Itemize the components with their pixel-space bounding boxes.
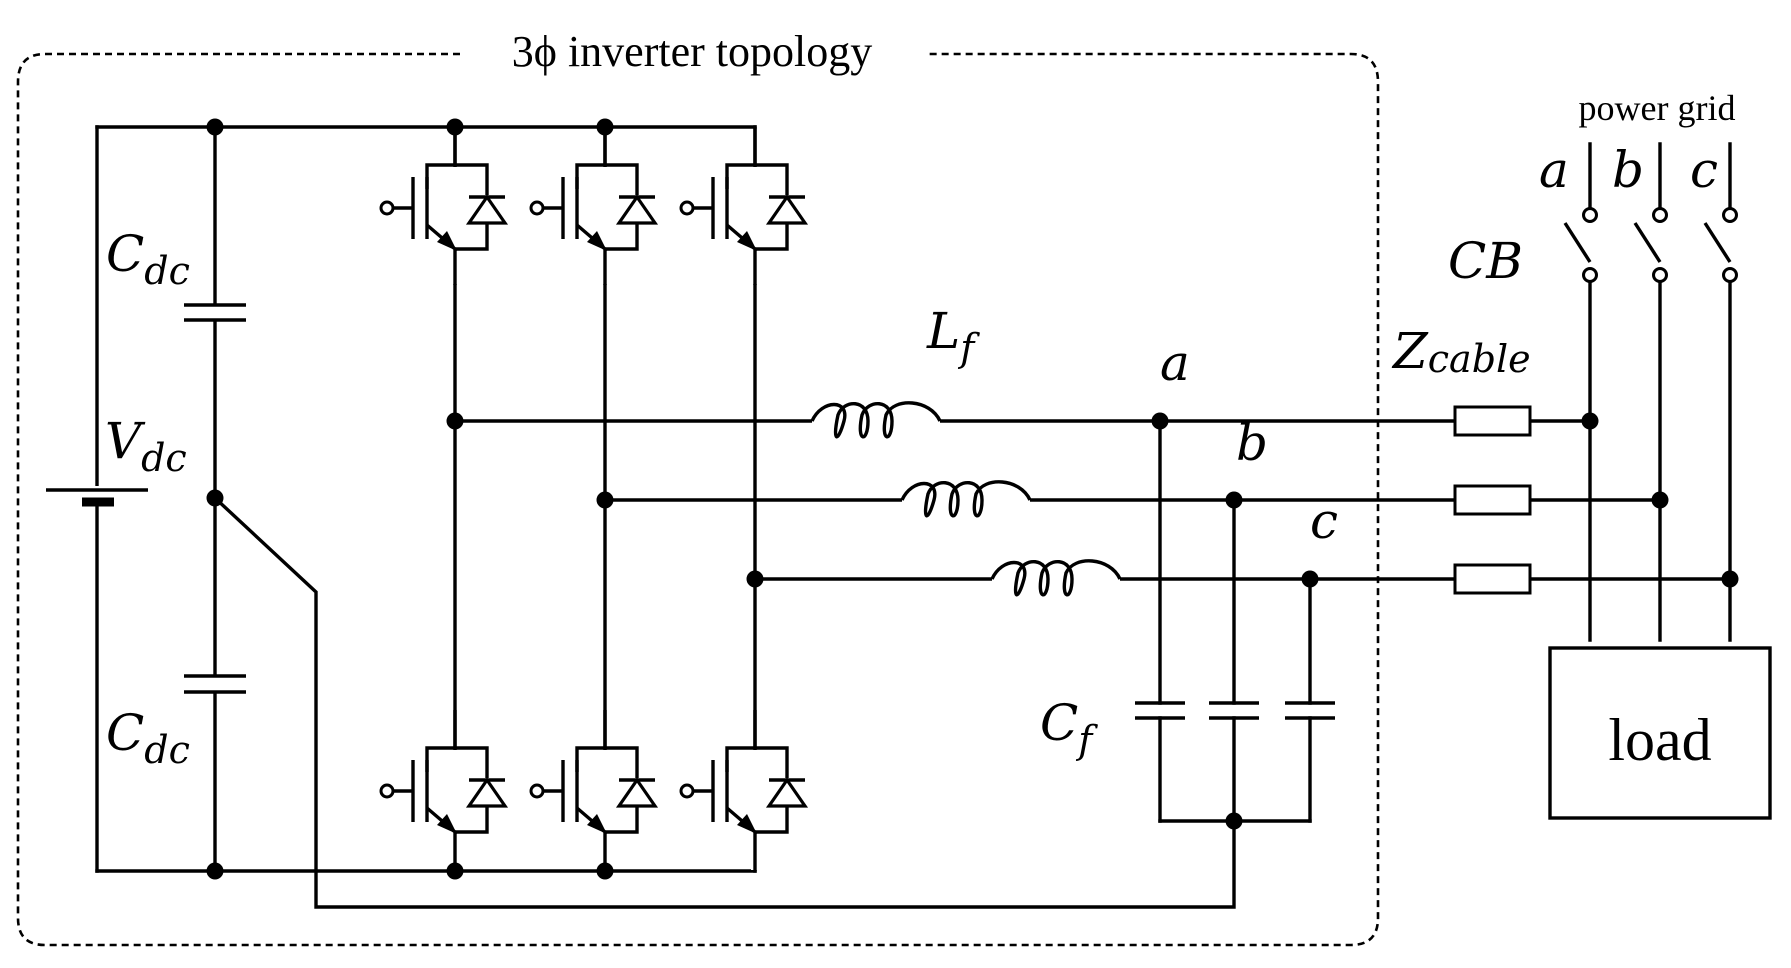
junction-dot [206,862,224,880]
junction-dot [1721,570,1739,588]
cable-impedances [1453,405,1532,595]
breaker-label: CB [1448,232,1523,290]
filter-capacitors [1135,419,1335,823]
dc-capacitor-upper [180,303,250,322]
junction-dot [206,489,224,507]
node-c-label: c [1310,492,1338,550]
filter-inductors [810,401,1122,597]
cable-impedance-label: Zcable [1391,322,1531,381]
igbt-switch-2 [379,710,509,871]
junction-dot [446,118,464,136]
junction-dot [1151,412,1169,430]
igbt-switch-6 [679,710,809,871]
dc-capacitor-upper-label: Cdc [106,225,190,293]
junction-dots [206,118,1739,880]
junction-dot [746,570,764,588]
filter-inductor-a [810,401,942,439]
junction-dot [1651,491,1669,509]
grid-phase-b-label: b [1612,141,1644,199]
junction-dot [596,118,614,136]
grid-phase-c-label: c [1690,141,1718,199]
node-a-label: a [1160,334,1190,392]
junction-dot [1225,812,1243,830]
junction-dot [596,862,614,880]
igbt-switch-4 [529,710,659,871]
junction-dot [446,862,464,880]
junction-dot [446,412,464,430]
load-box [1548,646,1772,820]
grid-phase-a-label: a [1539,141,1569,199]
dc-source-label: Vdc [105,412,187,480]
igbt-switch-3 [529,127,659,285]
junction-dot [1581,412,1599,430]
power-grid-title: power grid [1579,88,1736,128]
igbt-switch-1 [379,127,509,285]
node-b-label: b [1236,414,1268,472]
dc-capacitor-lower-label: Cdc [106,704,190,772]
dc-capacitor-lower [180,674,250,694]
neutral-wire [212,495,1236,909]
inverter-enclosure-box [16,52,1380,947]
topology-title: 3ϕ inverter topology [512,27,872,76]
junction-dot [596,491,614,509]
load-label: load [1608,707,1711,773]
junction-dot [1301,570,1319,588]
junction-dot [1225,491,1243,509]
dc-voltage-source [46,486,148,507]
junction-dot [206,118,224,136]
filter-inductor-b [900,480,1032,518]
igbt-switch-5 [679,127,809,285]
filter-inductor-c [990,559,1122,597]
